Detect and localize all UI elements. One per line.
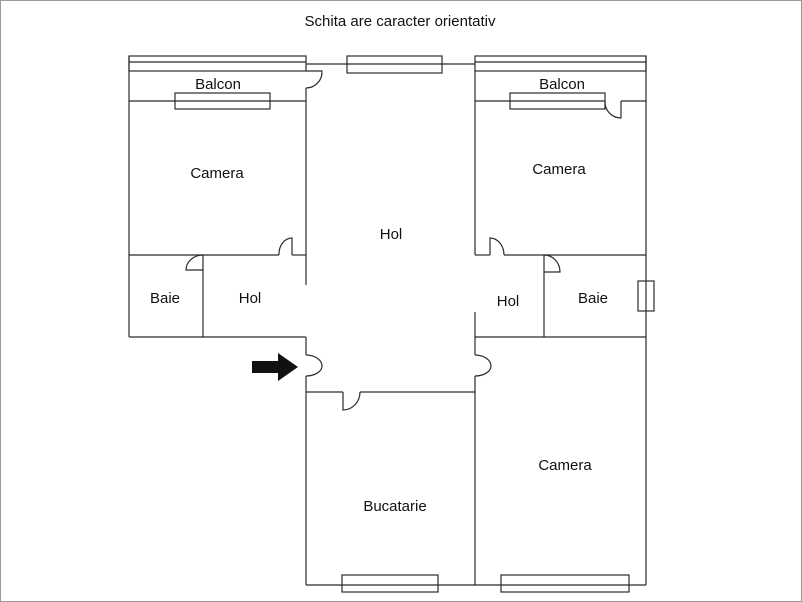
label-hol-right: Hol: [497, 293, 520, 310]
plan-title: Schita are caracter orientativ: [305, 13, 496, 30]
window: [341, 574, 439, 593]
wall: [474, 55, 647, 72]
label-camera-right: Camera: [532, 161, 586, 178]
door: [474, 354, 492, 377]
label-hol-center: Hol: [380, 226, 403, 243]
label-baie-left: Baie: [150, 290, 180, 307]
label-camera-bottom: Camera: [538, 457, 592, 474]
label-baie-right: Baie: [578, 290, 608, 307]
right-arrow-icon: [252, 353, 298, 381]
room-labels: Balcon Balcon Camera Camera Hol Baie Hol…: [150, 76, 608, 515]
entrance-door: [305, 354, 323, 377]
walls: [128, 55, 647, 586]
door: [305, 70, 323, 89]
label-balcon-left: Balcon: [195, 76, 241, 93]
doors: [185, 70, 622, 411]
label-bucatarie: Bucatarie: [363, 498, 426, 515]
window: [500, 574, 630, 593]
label-camera-left: Camera: [190, 165, 244, 182]
door: [543, 254, 561, 273]
windows: [174, 55, 655, 593]
door: [185, 254, 204, 271]
door: [342, 391, 361, 411]
wall: [128, 55, 307, 72]
door: [489, 237, 505, 256]
door: [604, 100, 622, 119]
label-balcon-right: Balcon: [539, 76, 585, 93]
door: [278, 237, 293, 256]
label-hol-left: Hol: [239, 290, 262, 307]
